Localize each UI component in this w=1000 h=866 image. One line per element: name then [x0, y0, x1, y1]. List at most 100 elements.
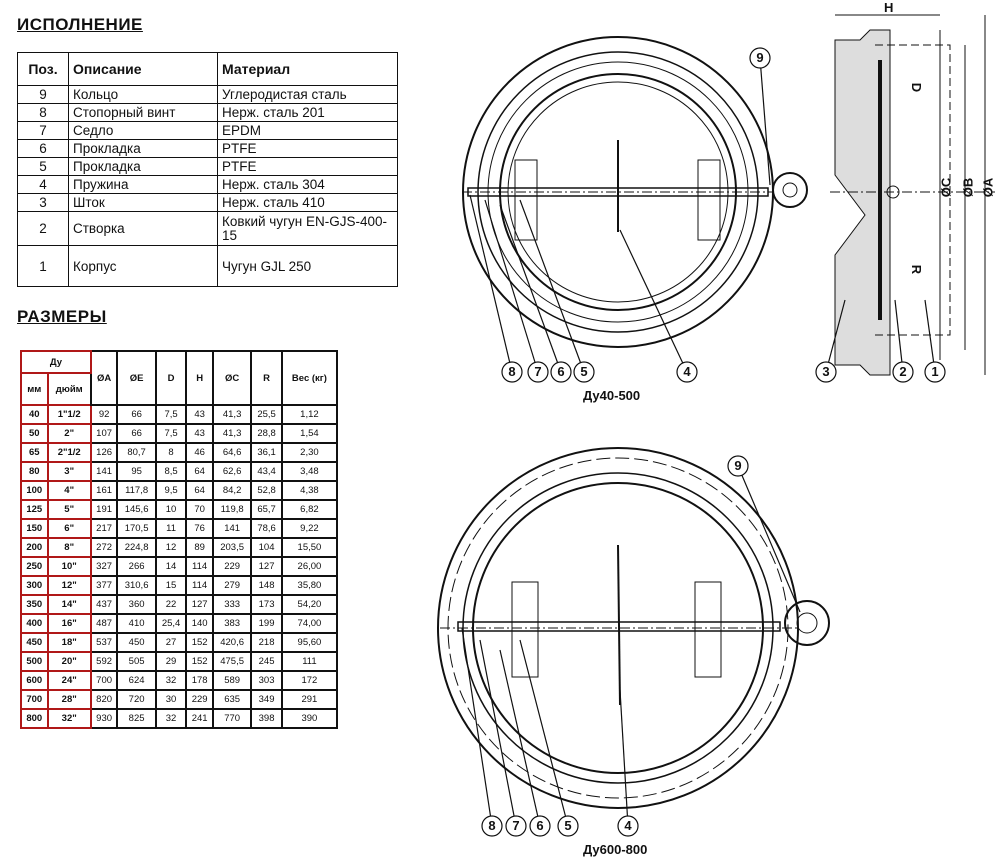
dimension-cell: 825: [116, 708, 157, 729]
dimension-cell: 170,5: [116, 518, 157, 539]
dimension-cell: 310,6: [116, 575, 157, 596]
leader-line: [461, 627, 493, 827]
dimension-cell: 80: [20, 461, 49, 482]
dimension-cell: 1"1/2: [46, 404, 92, 425]
leader-line: [519, 639, 569, 827]
top-caption: Ду40-500: [583, 388, 641, 403]
dimension-cell: 161: [89, 480, 119, 501]
parts-cell: 1: [17, 245, 69, 287]
dimension-cell: 229: [185, 689, 214, 710]
dimension-cell: 203,5: [211, 537, 253, 558]
leader-line: [759, 57, 771, 186]
leader-line: [619, 689, 629, 827]
callout-number: 4: [683, 364, 691, 379]
dimension-cell: 349: [250, 689, 283, 710]
dimension-cell: 14": [46, 594, 92, 615]
dimension-cell: 178: [185, 670, 214, 691]
dimension-cell: 66: [116, 423, 157, 444]
callout-number: 6: [557, 364, 565, 379]
dimension-cell: 3,48: [280, 461, 339, 482]
dimension-cell: 820: [89, 689, 119, 710]
dimension-cell: 76: [185, 518, 214, 539]
dimension-cell: 537: [89, 632, 119, 653]
dimension-cell: 29: [154, 651, 188, 672]
leader-line: [499, 649, 541, 827]
dimension-cell: 107: [89, 423, 119, 444]
leader-line: [619, 229, 688, 373]
dimension-cell: 119,8: [211, 499, 253, 520]
dimension-cell: 65,7: [250, 499, 283, 520]
dimension-cell: 2"1/2: [46, 442, 92, 463]
dimension-cell: 125: [20, 499, 49, 520]
dimension-cell: 64: [185, 480, 214, 501]
callout-number: 7: [534, 364, 542, 379]
dimension-cell: 635: [211, 689, 253, 710]
dimension-cell: 14: [154, 556, 188, 577]
callout-circle: [505, 815, 527, 837]
dimension-cell: 12": [46, 575, 92, 596]
dimension-cell: 172: [280, 670, 339, 691]
dimension-cell: 74,00: [280, 613, 339, 634]
dimension-cell: 4": [46, 480, 92, 501]
leader-line: [484, 199, 539, 373]
dimension-cell: 475,5: [211, 651, 253, 672]
dimension-cell: 35,80: [280, 575, 339, 596]
parts-header: Материал: [217, 52, 398, 86]
dimension-cell: 24": [46, 670, 92, 691]
dimension-cell: 12: [154, 537, 188, 558]
dimension-cell: 11: [154, 518, 188, 539]
callout-circle: [815, 361, 837, 383]
dimension-cell: 8: [154, 442, 188, 463]
dimension-cell: 32": [46, 708, 92, 729]
dimension-cell: 25,5: [250, 404, 283, 425]
callout-number: 5: [580, 364, 588, 379]
dimension-cell: 114: [185, 575, 214, 596]
dimension-cell: 266: [116, 556, 157, 577]
leader-line: [737, 465, 801, 613]
inch-header: дюйм: [46, 372, 92, 406]
bottom-caption: Ду600-800: [583, 842, 648, 857]
dimension-cell: 15: [154, 575, 188, 596]
parts-cell: Створка: [68, 211, 218, 246]
dimension-cell: 173: [250, 594, 283, 615]
leader-line: [519, 199, 585, 373]
dimension-cell: 500: [20, 651, 49, 672]
dimension-cell: 450: [20, 632, 49, 653]
dimension-cell: 32: [154, 670, 188, 691]
dimension-cell: 291: [280, 689, 339, 710]
dimension-header: ØA: [89, 350, 119, 406]
callout-circle: [527, 361, 549, 383]
dimension-cell: 62,6: [211, 461, 253, 482]
callout-number: 9: [734, 458, 742, 473]
leader-line: [894, 299, 904, 373]
dimension-header: ØC: [211, 350, 253, 406]
dimension-cell: 43: [185, 404, 214, 425]
side-section-view: [830, 14, 995, 376]
dimension-cell: 40: [20, 404, 49, 425]
dimension-cell: 8": [46, 537, 92, 558]
dimension-cell: 22: [154, 594, 188, 615]
dimension-cell: 3": [46, 461, 92, 482]
dimension-header: Вес (кг): [280, 350, 339, 406]
dimension-cell: 224,8: [116, 537, 157, 558]
dimension-cell: 592: [89, 651, 119, 672]
dimension-cell: 64,6: [211, 442, 253, 463]
dim-label-b: ØB: [960, 177, 976, 198]
dimension-cell: 437: [89, 594, 119, 615]
dimension-cell: 9,5: [154, 480, 188, 501]
dimension-cell: 800: [20, 708, 49, 729]
dimension-cell: 145,6: [116, 499, 157, 520]
callout-circle: [617, 815, 639, 837]
parts-cell: Шток: [68, 193, 218, 212]
